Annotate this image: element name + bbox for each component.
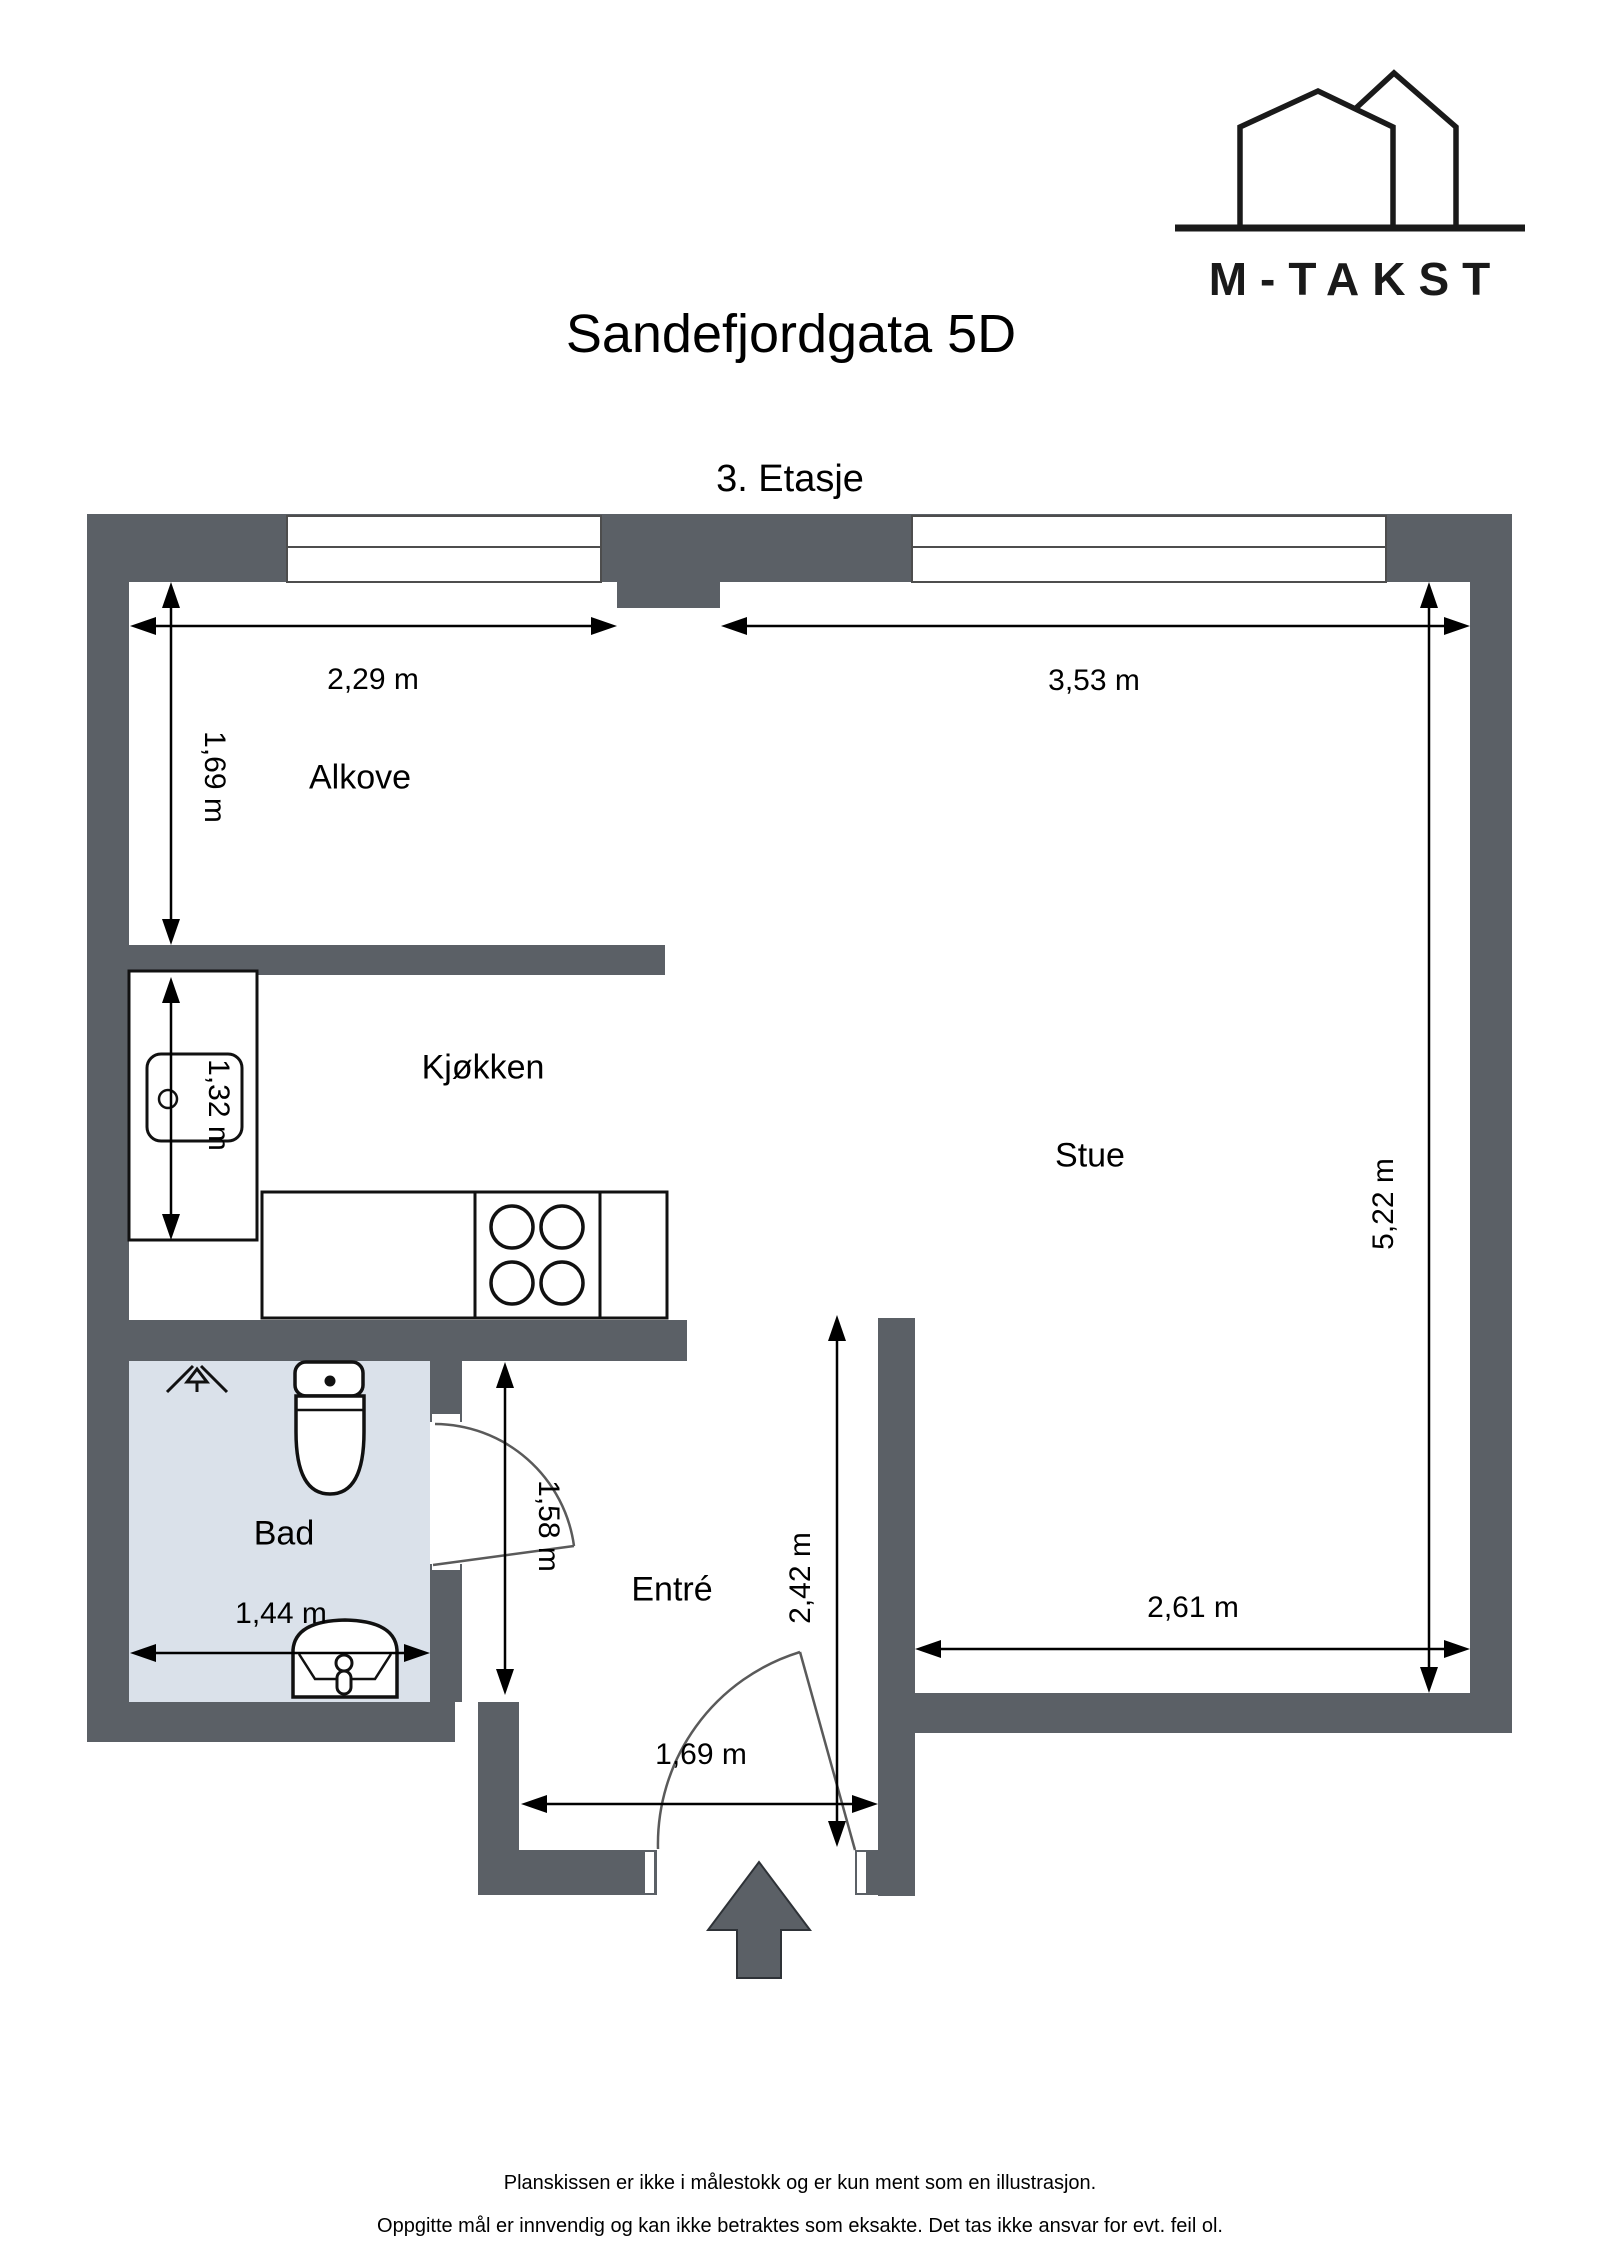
dimension-lines xyxy=(130,582,1470,1847)
wall-entre-stue xyxy=(878,1318,915,1896)
bathroom-fixtures xyxy=(165,1360,399,1699)
dim-alkove-width: 2,29 m xyxy=(327,663,419,696)
logo-houses-icon xyxy=(1175,69,1525,232)
dim-entre-depth: 2,42 m xyxy=(784,1532,817,1624)
vent-icon xyxy=(165,1364,229,1394)
bad-door-arc xyxy=(434,1422,576,1547)
dim-alkove-depth: 1,69 m xyxy=(198,731,231,823)
wall-entrance-left xyxy=(519,1850,657,1895)
window-stue-icon xyxy=(911,515,1387,583)
dim-kitchen-depth: 1,32 m xyxy=(202,1059,235,1151)
door-jambs xyxy=(432,1414,866,1893)
entrance-door-arc xyxy=(656,1650,801,1850)
entrance-door-leaf xyxy=(798,1651,857,1851)
windows xyxy=(286,515,1387,583)
room-label-stue: Stue xyxy=(1055,1136,1125,1175)
entrance-jamb-left xyxy=(645,1852,654,1893)
dim-bad-wall: 1,58 m xyxy=(532,1480,565,1572)
vanity-sink-icon xyxy=(291,1618,399,1699)
stove-burners-icon xyxy=(489,1204,585,1306)
logo-brand-text: M-TAKST xyxy=(1208,253,1504,305)
dim-stue-bottom-width: 2,61 m xyxy=(1147,1591,1239,1624)
footer-disclaimer-line2: Oppgitte mål er innvendig og kan ikke be… xyxy=(377,2215,1223,2237)
window-alkove-icon xyxy=(286,515,602,583)
entrance-jamb-right xyxy=(857,1852,866,1893)
page-title: Sandefjordgata 5D xyxy=(565,304,1017,364)
room-label-kjokken: Kjøkken xyxy=(421,1048,545,1087)
room-label-entre: Entré xyxy=(631,1570,713,1609)
wall-left xyxy=(87,514,129,1742)
wall-entre-step xyxy=(478,1702,519,1895)
wall-stue-bottom xyxy=(915,1693,1512,1733)
toilet-icon xyxy=(293,1360,366,1496)
wall-window-pillar xyxy=(617,580,720,608)
entrance-arrow-icon xyxy=(706,1860,812,1979)
dim-entre-width: 1,69 m xyxy=(655,1738,747,1771)
footer-disclaimer-line1: Planskissen er ikke i målestokk og er ku… xyxy=(503,2172,1097,2194)
kitchen-counter-icon xyxy=(260,1190,669,1320)
bad-door-leaf xyxy=(432,1544,575,1567)
wall-kitchen-entre xyxy=(127,1320,687,1361)
dim-bad-width: 1,44 m xyxy=(235,1597,327,1630)
bad-door-jamb-bottom xyxy=(432,1562,460,1570)
kitchen-sink-drain-icon xyxy=(157,1088,179,1110)
wall-right xyxy=(1470,514,1512,1733)
bad-door-jamb-top xyxy=(432,1414,460,1422)
wall-bad-bottom xyxy=(87,1702,455,1742)
room-label-bad: Bad xyxy=(253,1514,315,1553)
door-swings xyxy=(432,1422,857,1851)
dim-stue-depth: 5,22 m xyxy=(1367,1158,1400,1250)
floor-label: 3. Etasje xyxy=(716,458,864,500)
dim-stue-width: 3,53 m xyxy=(1048,664,1140,697)
wall-bad-right-lower xyxy=(430,1564,462,1702)
room-label-alkove: Alkove xyxy=(308,758,412,797)
kitchen-fixtures xyxy=(127,969,669,1320)
